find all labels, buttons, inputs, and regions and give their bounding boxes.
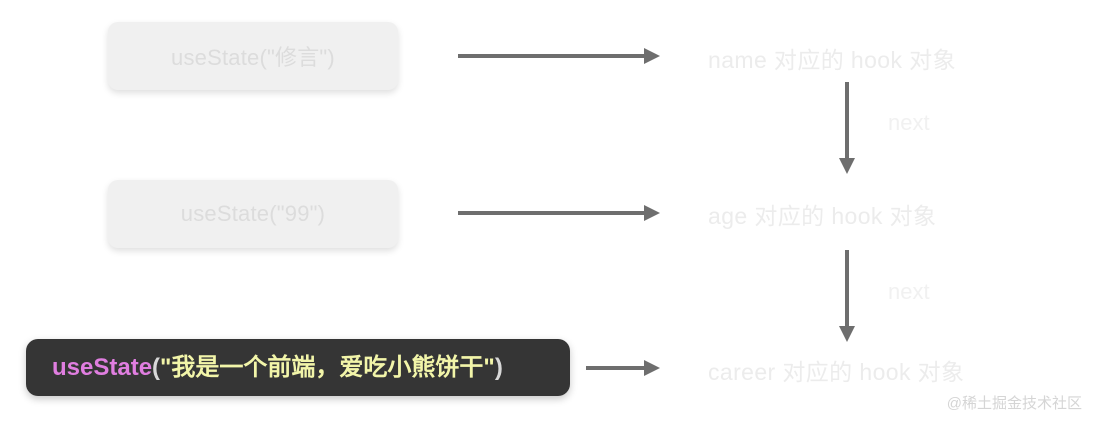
arrow-right-icon-name [458,45,660,67]
arrow-down-icon-next-1 [836,82,858,174]
arrow-right-icon-career [586,357,660,379]
next-pointer-label-1: next [888,110,930,135]
code-token-close-paren: ) [494,353,503,381]
code-token-string: "我是一个前端，爱吃小熊饼干" [160,353,495,381]
code-token-open-paren: ( [152,353,161,381]
usestate-call-text: useState("99") [180,201,326,226]
next-pointer-label-2: next [888,279,930,304]
code-token-function: useState [52,353,153,381]
usestate-call-box-age: useState("99") [108,180,398,248]
hook-object-label-name: name 对应的 hook 对象 [708,47,956,73]
arrow-right-icon-age [458,202,660,224]
usestate-call-box-name: useState("修言") [108,22,398,90]
usestate-call-box-career-highlighted: useState("我是一个前端，爱吃小熊饼干") [26,339,570,396]
code-line: useState("我是一个前端，爱吃小熊饼干") [52,353,503,381]
watermark: @稀土掘金技术社区 [946,395,1082,412]
usestate-call-text: useState("修言") [171,45,335,70]
arrow-down-icon-next-2 [836,250,858,342]
hook-object-label-age: age 对应的 hook 对象 [708,203,937,229]
hook-object-label-career: career 对应的 hook 对象 [708,359,965,385]
